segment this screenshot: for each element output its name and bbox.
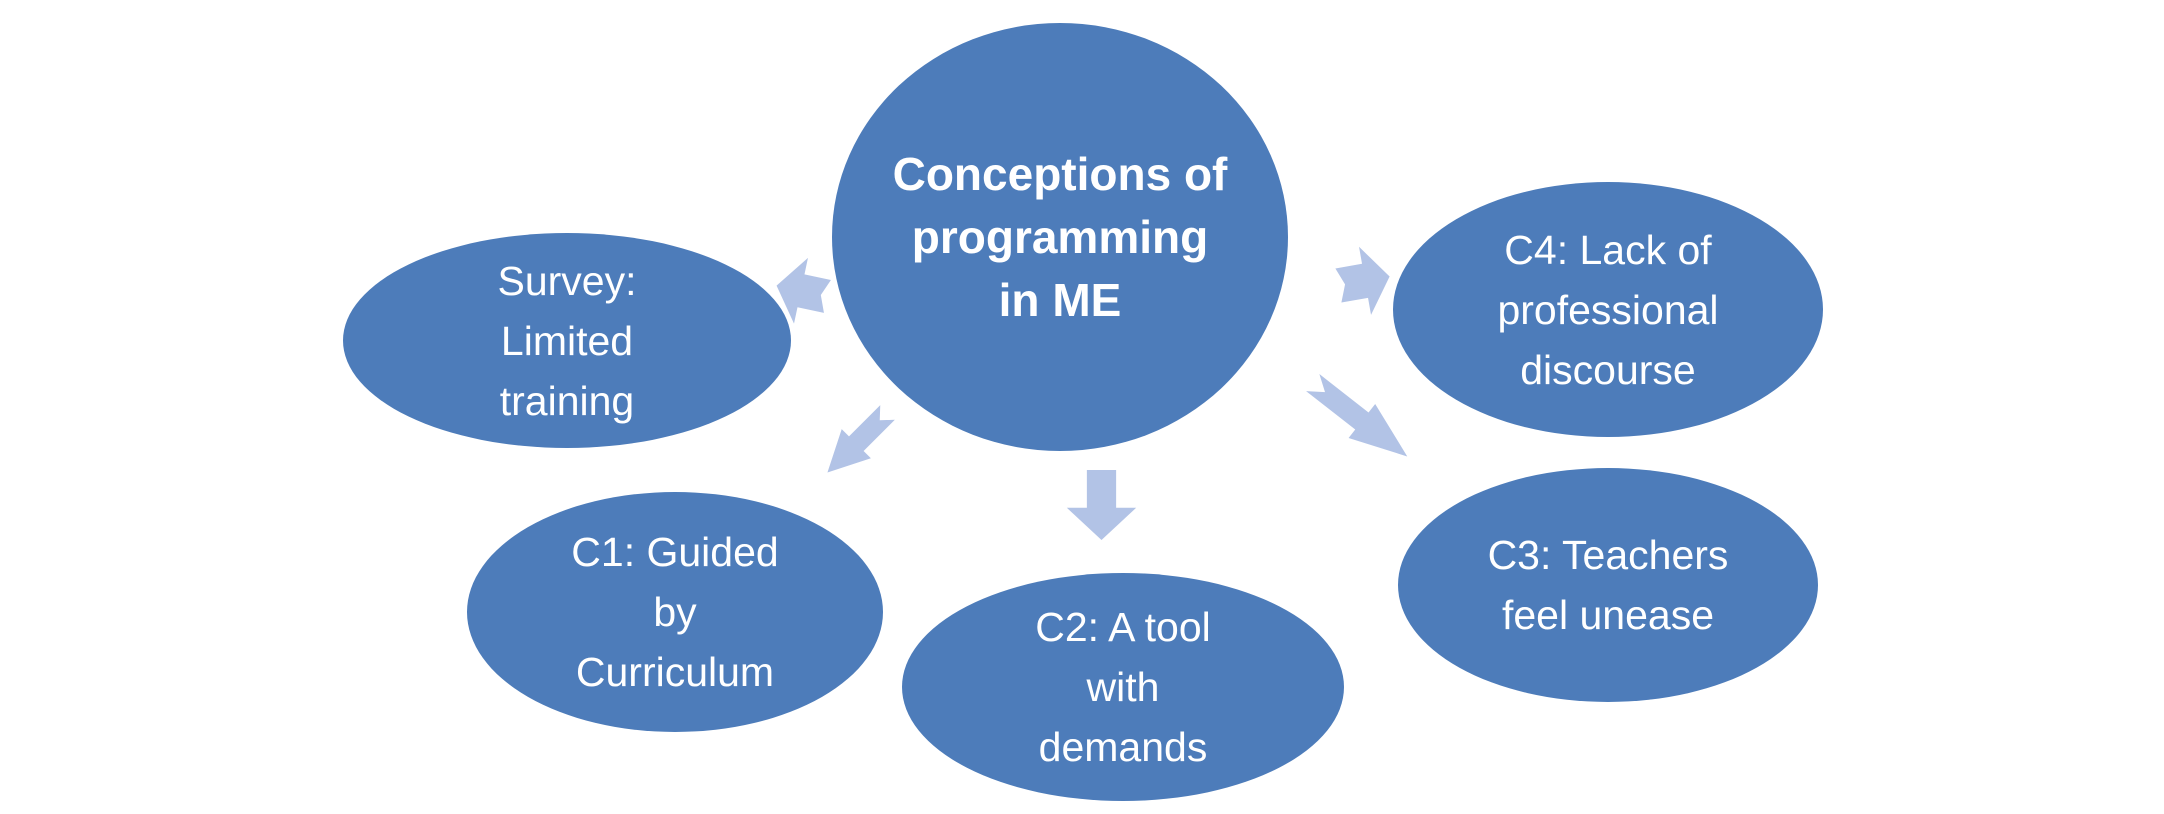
c3-label: C3: Teachers feel unease bbox=[1488, 525, 1729, 645]
c1-line-3: Curriculum bbox=[575, 649, 775, 695]
node-c2-a-tool-with-demands: C2: A tool with demands bbox=[902, 573, 1344, 801]
arrow-left-icon bbox=[776, 257, 831, 324]
c3-line-1: C3: Teachers bbox=[1487, 532, 1729, 578]
arrow-down-right-icon bbox=[1306, 374, 1408, 457]
node-c1-guided-by-curriculum: C1: Guided by Curriculum bbox=[467, 492, 883, 732]
c4-line-3: discourse bbox=[1520, 346, 1696, 393]
survey-line-2: Limited bbox=[500, 317, 634, 364]
node-survey-limited-training: Survey: Limited training bbox=[343, 233, 791, 448]
arrow-down-icon bbox=[1066, 470, 1137, 540]
node-central-topic: Conceptions of programming in ME bbox=[832, 23, 1288, 451]
arrow-down-shape bbox=[1066, 470, 1137, 540]
arrow-down-left-icon bbox=[827, 405, 895, 473]
node-c4-lack-of-professional-discourse: C4: Lack of professional discourse bbox=[1393, 182, 1823, 437]
survey-label: Survey: Limited training bbox=[498, 251, 637, 431]
c2-line-2: with bbox=[1086, 664, 1160, 710]
arrow-down-left-shape bbox=[827, 405, 895, 473]
central-topic-line-3: in ME bbox=[998, 273, 1122, 326]
c2-label: C2: A tool with demands bbox=[1035, 597, 1211, 777]
c1-line-2: by bbox=[653, 589, 697, 635]
c4-line-2: professional bbox=[1497, 286, 1719, 333]
arrow-down-right-shape bbox=[1306, 374, 1408, 457]
central-topic-label: Conceptions of programming in ME bbox=[893, 143, 1228, 332]
c1-line-1: C1: Guided bbox=[571, 529, 779, 575]
c3-line-2: feel unease bbox=[1501, 592, 1714, 638]
survey-line-3: training bbox=[499, 377, 635, 424]
arrow-right-shape bbox=[1335, 246, 1390, 315]
c2-line-1: C2: A tool bbox=[1035, 604, 1211, 650]
c4-line-1: C4: Lack of bbox=[1504, 226, 1712, 273]
arrow-right-icon bbox=[1335, 246, 1390, 315]
c2-line-3: demands bbox=[1038, 724, 1208, 770]
survey-line-1: Survey: bbox=[497, 257, 637, 304]
node-c3-teachers-feel-unease: C3: Teachers feel unease bbox=[1398, 468, 1818, 702]
central-topic-line-2: programming bbox=[911, 210, 1209, 263]
central-topic-line-1: Conceptions of bbox=[892, 147, 1228, 200]
c4-label: C4: Lack of professional discourse bbox=[1497, 220, 1718, 400]
c1-label: C1: Guided by Curriculum bbox=[571, 522, 778, 702]
arrow-left-shape bbox=[776, 257, 831, 324]
